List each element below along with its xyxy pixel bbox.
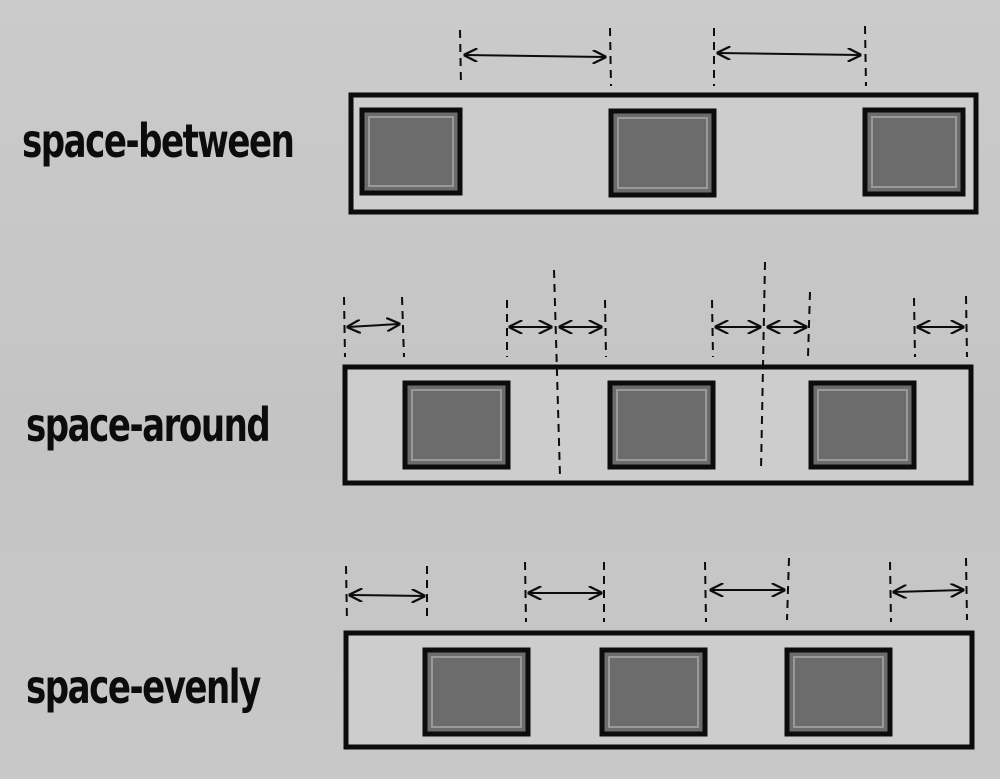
guide-dashed-line (807, 291, 811, 358)
item-box (607, 380, 716, 470)
gap-arrow (894, 590, 963, 592)
item-box (359, 107, 463, 196)
label-space-around: space-around (26, 398, 271, 452)
guide-dashed-line (704, 561, 707, 623)
guide-dashed-line (459, 29, 462, 86)
gap-arrow (718, 53, 860, 55)
guide-dashed-line (965, 557, 968, 621)
item-box (402, 380, 511, 470)
guide-dashed-line (760, 261, 766, 471)
guide-dashed-line (889, 561, 892, 623)
guide-dashed-line (401, 296, 405, 358)
item-box (862, 107, 966, 197)
item-box (422, 647, 531, 737)
guide-dashed-line (343, 296, 346, 358)
guide-dashed-line (609, 27, 612, 87)
item-box (784, 647, 893, 737)
gap-arrow (465, 55, 605, 57)
gap-arrow (348, 324, 399, 327)
guide-dashed-line (345, 565, 348, 623)
label-space-between: space-between (22, 114, 295, 168)
label-space-evenly: space-evenly (26, 660, 261, 714)
item-box (808, 380, 917, 470)
guide-dashed-line (553, 269, 561, 477)
guide-dashed-line (786, 557, 790, 621)
row-space-evenly (343, 557, 975, 750)
guide-dashed-line (965, 295, 968, 358)
item-box (608, 108, 717, 198)
gap-arrow (350, 595, 424, 596)
row-space-between (348, 25, 979, 215)
row-space-around (342, 261, 974, 486)
guide-dashed-line (711, 299, 714, 358)
guide-dashed-line (604, 299, 607, 358)
guide-dashed-line (913, 297, 916, 358)
item-box (599, 647, 708, 737)
guide-dashed-line (524, 561, 527, 623)
guide-dashed-line (864, 25, 867, 87)
